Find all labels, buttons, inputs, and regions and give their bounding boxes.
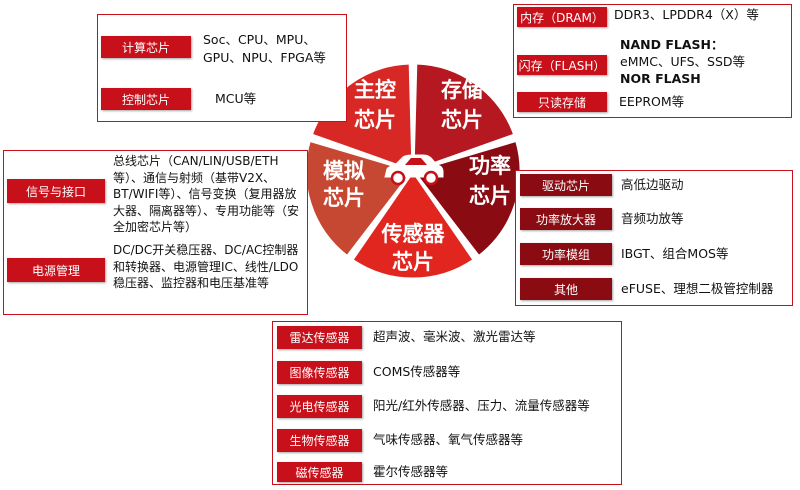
- power-management-desc: DC/DC开关稳压器、DC/AC控制器和转换器、电源管理IC、线性/LDO稳压器…: [113, 243, 299, 290]
- nor-flash-desc: NOR FLASH: [620, 71, 701, 86]
- power-amp-desc: 音频功放等: [621, 211, 684, 226]
- rom-label: 只读存储: [517, 92, 607, 112]
- storage-segment-line2: 芯片: [441, 108, 483, 132]
- power-other-label: 其他: [520, 278, 612, 300]
- nand-flash-desc: NAND FLASH：: [620, 37, 724, 52]
- power-module-label: 功率模组: [520, 243, 612, 265]
- bio-sensor-desc: 气味传感器、氧气传感器等: [373, 432, 524, 447]
- storage-segment: [411, 61, 517, 174]
- magnetic-sensor-desc: 霍尔传感器等: [373, 464, 449, 479]
- sensor-segment: [349, 168, 477, 281]
- sensor-segment-line1: 传感器: [381, 222, 446, 246]
- dram-label: 内存（DRAM）: [517, 7, 607, 27]
- signal-interface-label: 信号与接口: [7, 179, 105, 203]
- main-control-segment-line1: 主控: [354, 78, 396, 102]
- analog-panel: [3, 150, 308, 315]
- compute-chip-desc-1: Soc、CPU、MPU、: [203, 32, 316, 47]
- signal-interface-desc: 总线芯片（CAN/LIN/USB/ETH等）、通信与射频（基带V2X、BT/WI…: [113, 154, 300, 234]
- rom-desc: EEPROM等: [619, 94, 685, 109]
- image-sensor-desc: COMS传感器等: [373, 364, 461, 379]
- analog-segment-line1: 模拟: [323, 159, 365, 183]
- power-segment-line2: 芯片: [469, 184, 511, 208]
- power-management-label: 电源管理: [7, 258, 105, 282]
- sensor-segment-line2: 芯片: [392, 250, 434, 274]
- power-amp-label: 功率放大器: [520, 208, 612, 230]
- compute-chip-desc-2: GPU、NPU、FPGA等: [203, 50, 326, 65]
- dram-desc: DDR3、LPDDR4（X）等: [614, 7, 759, 22]
- compute-chip-label: 计算芯片: [101, 36, 191, 58]
- radar-sensor-label: 雷达传感器: [277, 326, 362, 349]
- analog-segment-line2: 芯片: [323, 186, 365, 210]
- radar-sensor-desc: 超声波、毫米波、激光雷达等: [373, 329, 536, 344]
- bio-sensor-label: 生物传感器: [277, 429, 362, 452]
- nand-flash-types: eMMC、UFS、SSD等: [620, 54, 746, 69]
- photo-sensor-desc: 阳光/红外传感器、压力、流量传感器等: [373, 398, 590, 413]
- flash-label: 闪存（FLASH）: [517, 55, 607, 75]
- main-control-segment-line2: 芯片: [354, 108, 396, 132]
- photo-sensor-label: 光电传感器: [277, 395, 362, 418]
- driver-chip-label: 驱动芯片: [520, 174, 612, 196]
- control-chip-desc: MCU等: [215, 91, 257, 106]
- main-control-segment: [309, 61, 415, 174]
- power-module-desc: IBGT、组合MOS等: [621, 246, 729, 261]
- control-chip-label: 控制芯片: [101, 88, 191, 110]
- power-other-desc: eFUSE、理想二极管控制器: [621, 281, 774, 296]
- magnetic-sensor-label: 磁传感器: [277, 462, 362, 482]
- car-icon: [384, 154, 444, 186]
- driver-chip-desc: 高低边驱动: [621, 177, 684, 192]
- power-segment-line1: 功率: [469, 154, 511, 178]
- image-sensor-label: 图像传感器: [277, 361, 362, 384]
- storage-segment-line1: 存储: [441, 78, 483, 102]
